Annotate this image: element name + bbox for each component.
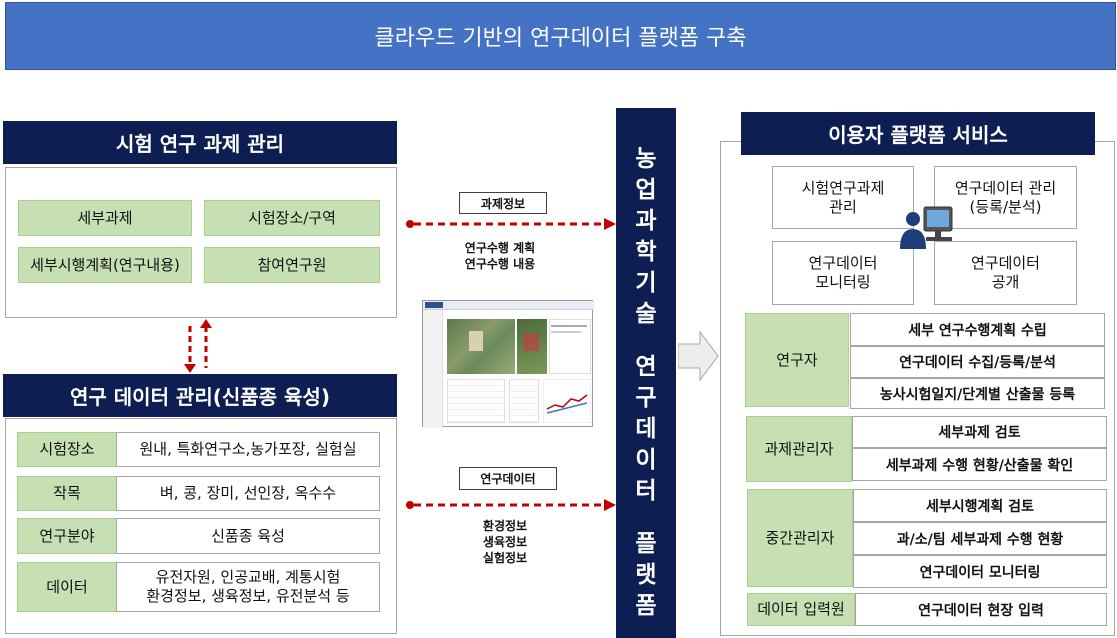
flow-label-task-info: 과제정보 [459,192,547,214]
right-block-arrow [678,330,719,382]
data-management-title: 연구 데이터 관리(신품종 육성) [3,374,397,417]
role-task: 세부과제 수행 현황/산출물 확인 [852,448,1107,481]
role-task: 세부시행계획 검토 [853,489,1107,522]
task-item-plan: 세부시행계획(연구내용) [18,247,192,283]
service-line2: 모니터링 [815,273,871,291]
pillar-char: 술 [635,301,657,327]
service-data-public: 연구데이터 공개 [934,241,1077,305]
data-row-value-data-line1: 유전자원, 인공교배, 계통시험 [155,568,341,587]
service-line1: 연구데이터 관리 [954,178,1057,197]
flow-desc-top-line1: 연구수행 계획 [464,241,536,255]
service-data-monitoring: 연구데이터 모니터링 [772,241,914,305]
data-row-value-site: 원내, 특화연구소,농가포장, 실험실 [116,432,380,467]
role-task: 연구데이터 수집/등록/분석 [850,346,1105,378]
service-line1: 연구데이터 [970,254,1040,273]
platform-screenshot-thumbnail [422,300,594,428]
service-data-management: 연구데이터 관리 (등록/분석) [934,166,1077,229]
data-row-label-field: 연구분야 [17,518,117,554]
flow-arrow-bottom [406,499,616,511]
pillar-char: 기 [635,270,657,296]
flow-desc-top-line2: 연구수행 내용 [464,257,536,272]
role-middle-manager: 중간관리자 [747,489,853,587]
service-task-management: 시험연구과제 관리 [772,166,914,229]
flow-arrow-top [406,218,616,230]
task-item-researchers: 참여연구원 [204,247,380,283]
flow-label-research-data: 연구데이터 [459,467,557,490]
task-management-panel [5,167,397,318]
pillar-char: 이 [635,447,657,473]
service-line2: (등록/분석) [969,197,1042,216]
data-row-label-site: 시험장소 [17,432,117,467]
role-task: 연구데이터 모니터링 [853,555,1107,588]
pillar-char: 폼 [635,593,657,619]
task-item-site: 시험장소/구역 [204,200,380,236]
pillar-char: 연 [635,354,657,380]
flow-desc-bottom-line3: 실험정보 [482,551,528,566]
vertical-dashed-arrows [184,319,212,373]
role-data-entry: 데이터 입력원 [747,593,855,626]
service-line2: 관리 [829,197,857,216]
user-services-title: 이용자 플랫폼 서비스 [741,112,1095,155]
data-row-value-data: 유전자원, 인공교배, 계통시험 환경정보, 생육정보, 유전분석 등 [116,562,380,612]
pillar-char: 데 [635,416,657,442]
role-task: 농사시험일지/단계별 산출물 등록 [850,378,1105,409]
pillar-char: 터 [635,478,657,504]
task-management-title: 시험 연구 과제 관리 [3,121,397,164]
role-task: 세부과제 검토 [852,416,1107,448]
pillar-char: 랫 [635,562,657,588]
service-line1: 연구데이터 [808,254,878,273]
platform-pillar: 농 업 과 학 기 술 연 구 데 이 터 플 랫 폼 [616,108,676,638]
data-row-value-field: 신품종 육성 [116,518,380,554]
role-task: 연구데이터 현장 입력 [855,593,1107,626]
pillar-char: 학 [635,239,657,265]
data-row-value-crop: 벼, 콩, 장미, 선인장, 옥수수 [116,476,380,511]
data-row-label-data: 데이터 [17,562,117,612]
service-line2: 공개 [991,273,1020,291]
user-computer-icon [900,206,953,249]
role-task: 과/소/팀 세부과제 수행 현황 [853,522,1107,555]
flow-desc-bottom-line1: 환경정보 [482,519,528,533]
data-row-label-crop: 작목 [17,476,117,511]
flow-desc-bottom-line2: 생육정보 [482,535,528,550]
pillar-char: 업 [635,177,657,203]
pillar-char: 플 [635,531,657,557]
role-researcher: 연구자 [745,313,849,407]
flow-desc-top: 연구수행 계획 연구수행 내용 [440,240,560,272]
page-banner: 클라우드 기반의 연구데이터 플랫폼 구축 [5,2,1116,70]
flow-desc-bottom: 환경정보 생육정보 실험정보 [445,518,565,567]
service-line1: 시험연구과제 [801,178,885,197]
task-item-subtask: 세부과제 [18,200,192,236]
pillar-char: 구 [635,385,657,411]
role-task: 세부 연구수행계획 수립 [850,313,1105,346]
role-task-manager: 과제관리자 [746,416,852,482]
data-row-value-data-line2: 환경정보, 생육정보, 유전분석 등 [146,587,350,605]
pillar-char: 농 [635,146,657,172]
pillar-char: 과 [635,208,657,234]
